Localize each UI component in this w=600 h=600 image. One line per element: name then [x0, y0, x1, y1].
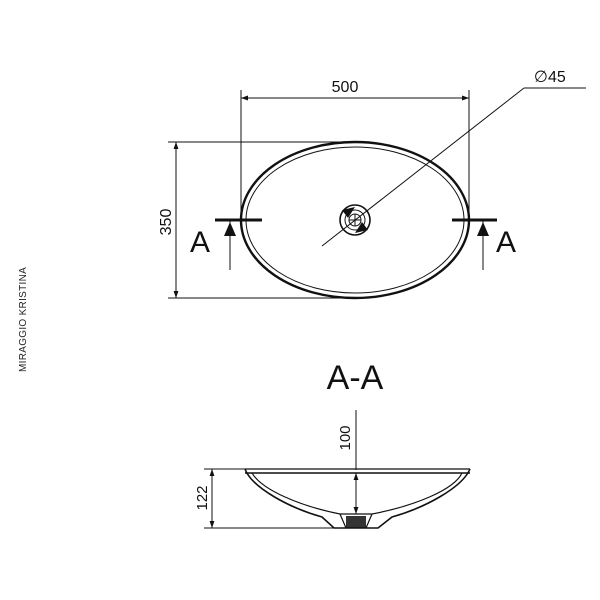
total-height-dim-label: 122: [194, 485, 211, 510]
depth-dim-label: 350: [158, 209, 175, 236]
inner-depth-dim-label: 100: [337, 425, 354, 450]
section-letter-right: A: [496, 226, 516, 259]
section-marker-right: A: [452, 218, 516, 270]
section-letter-left: A: [190, 226, 210, 259]
section-title: A-A: [327, 359, 384, 397]
model-name-label: MIRAGGIO KRISTINA: [18, 267, 29, 372]
bowl-inner-profile: [251, 472, 463, 515]
section-view: 100 122: [194, 410, 471, 529]
drain-icon: [339, 204, 371, 236]
depth-dimension: 350: [158, 141, 355, 299]
drain-dim-label: ∅45: [534, 69, 566, 86]
width-dim-label: 500: [332, 79, 359, 96]
drain-dimension: ∅45: [321, 69, 586, 247]
plan-view: 500 350 ∅45 A A: [158, 69, 586, 300]
section-marker-left: A: [190, 218, 262, 270]
width-dimension: 500: [240, 79, 470, 222]
